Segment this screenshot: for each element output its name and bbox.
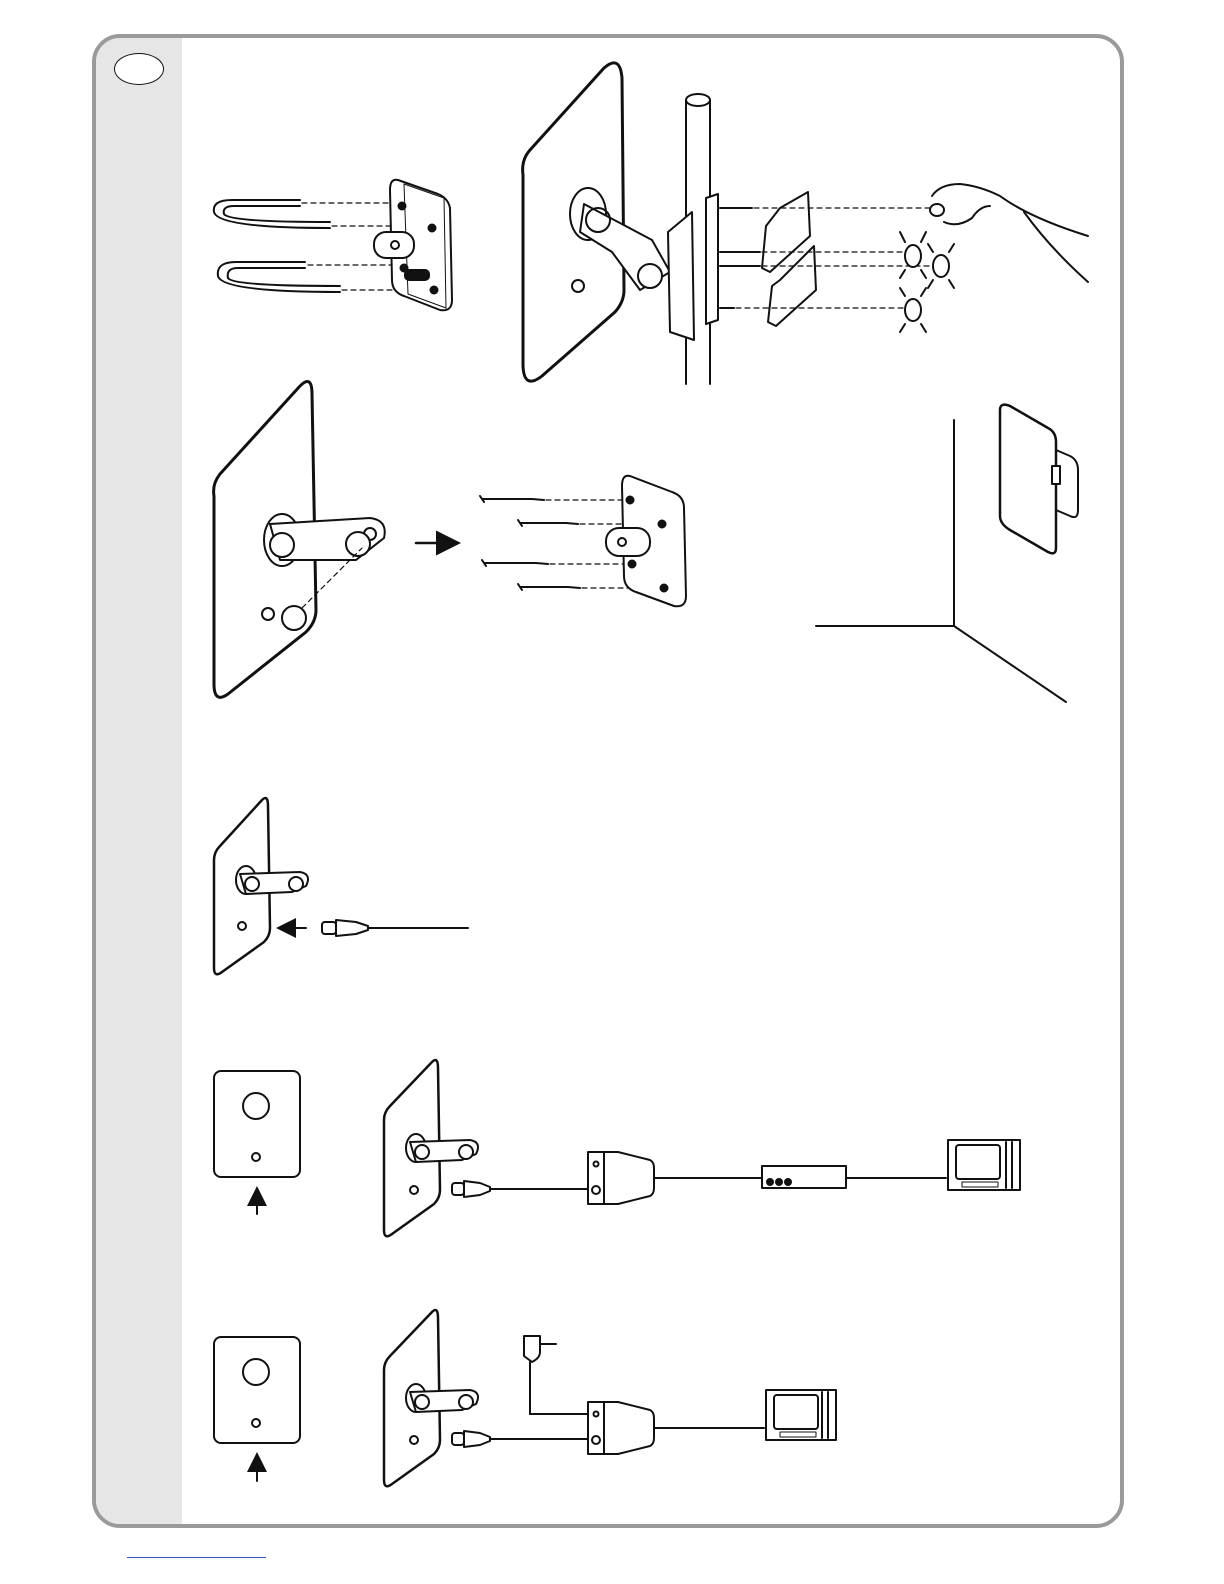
connect-coax-cable-icon	[214, 798, 468, 974]
footer-link[interactable]	[127, 1557, 266, 1558]
u-bolt-mounting-bracket-icon	[214, 180, 452, 311]
wall-bracket-screws-icon	[214, 382, 686, 698]
wall-installed-antenna-icon	[816, 405, 1078, 702]
antenna-amplifier-receiver-tv-icon	[214, 1060, 1020, 1236]
mast-mounting-assembly-icon	[523, 63, 1088, 384]
antenna-amplifier-power-tv-icon	[214, 1310, 836, 1486]
